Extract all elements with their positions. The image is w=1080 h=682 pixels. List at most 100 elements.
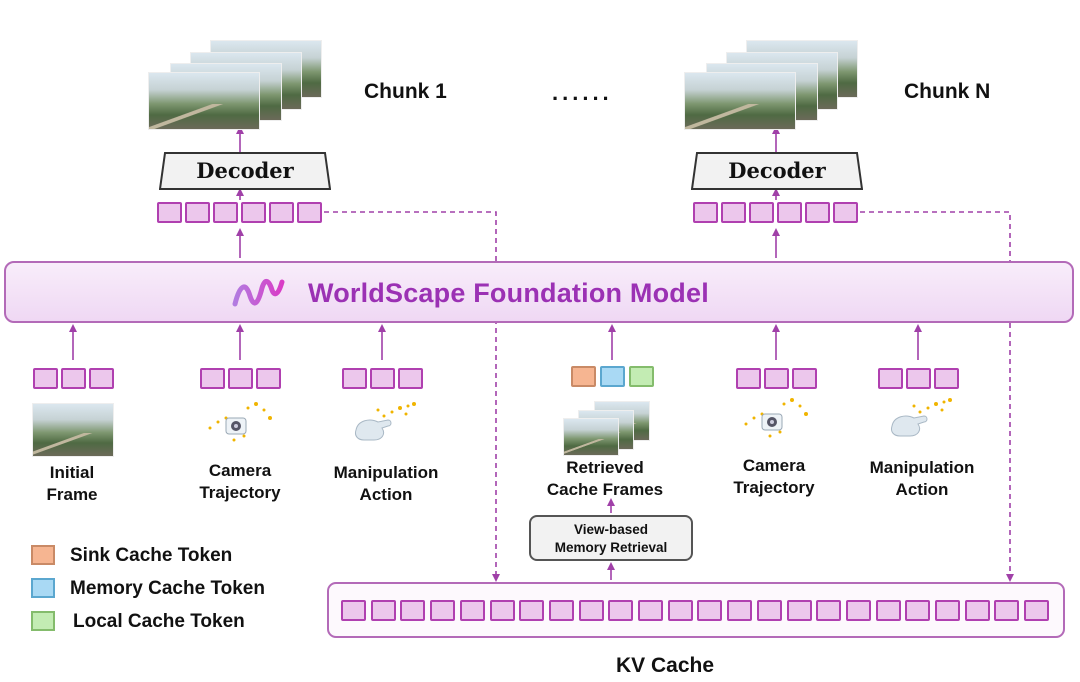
- kv-cache-token: [608, 600, 634, 621]
- kv-cache-token: [697, 600, 723, 621]
- legend-label-sink: Sink Cache Token: [70, 545, 233, 566]
- initial-frame-image: [32, 403, 114, 457]
- input-token: [764, 368, 789, 389]
- input-token: [33, 368, 58, 389]
- input-token: [89, 368, 114, 389]
- label-line: Cache Frames: [546, 480, 664, 499]
- kv-cache-title: KV Cache: [616, 654, 715, 677]
- label-line: Memory Retrieval: [554, 540, 668, 555]
- output-token: [833, 202, 858, 223]
- kv-cache-token: [786, 600, 812, 621]
- kv-cache-token: [578, 600, 604, 621]
- camera-trajectory-label-right: Camera Trajectory: [714, 455, 834, 499]
- label-line: Action: [359, 485, 413, 504]
- kv-cache-token: [370, 600, 396, 621]
- label-line: Trajectory: [199, 483, 281, 502]
- sink-cache-token: [571, 366, 596, 387]
- memory-cache-token: [600, 366, 625, 387]
- input-token: [342, 368, 367, 389]
- frame-image: [684, 72, 796, 130]
- manipulation-hand-icon: [355, 402, 416, 441]
- decoder-n: Decoder: [691, 152, 863, 190]
- initial-frame-label: Initial Frame: [20, 462, 124, 506]
- camera-trajectory-icon: [744, 398, 808, 438]
- output-token: [185, 202, 210, 223]
- camera-trajectory-icon: [208, 402, 272, 442]
- legend-swatch-memory: [31, 578, 55, 598]
- legend-swatch-local: [31, 611, 55, 631]
- output-token: [805, 202, 830, 223]
- model-title: WorldScape Foundation Model: [308, 278, 709, 308]
- decoder-1-label: Decoder: [196, 158, 294, 183]
- kv-cache-token: [964, 600, 990, 621]
- kv-cache-token: [727, 600, 753, 621]
- kv-cache-token: [341, 600, 366, 621]
- output-token: [749, 202, 774, 223]
- kv-cache-token: [935, 600, 960, 621]
- output-token: [213, 202, 238, 223]
- label-line: View-based: [573, 522, 649, 537]
- kv-cache-token: [430, 600, 456, 621]
- input-token: [906, 368, 931, 389]
- chunk-1-label: Chunk 1: [364, 80, 447, 103]
- label-line: Trajectory: [733, 478, 815, 497]
- chunk-n-label: Chunk N: [904, 80, 991, 103]
- label-line: Frame: [46, 485, 98, 504]
- kv-cache-token: [875, 600, 901, 621]
- label-line: Initial: [49, 463, 95, 482]
- output-token: [777, 202, 802, 223]
- manipulation-hand-icon: [891, 398, 952, 437]
- kv-cache-token: [638, 600, 663, 621]
- kv-cache-token: [548, 600, 574, 621]
- label-line: Action: [895, 480, 949, 499]
- decoder-1: Decoder: [159, 152, 331, 190]
- kv-cache-token: [667, 600, 693, 621]
- input-token: [370, 368, 395, 389]
- input-token: [934, 368, 959, 389]
- kv-cache-token: [459, 600, 485, 621]
- wave-logo-icon: [232, 279, 285, 307]
- input-token: [398, 368, 423, 389]
- input-token: [256, 368, 281, 389]
- output-token: [269, 202, 294, 223]
- label-line: Retrieved: [566, 458, 644, 477]
- kv-cache-token: [994, 600, 1020, 621]
- ellipsis: ......: [552, 80, 613, 105]
- input-token: [228, 368, 253, 389]
- kv-cache-token: [489, 600, 515, 621]
- kv-cache-token: [519, 600, 545, 621]
- foundation-model-box: [4, 261, 1074, 323]
- legend-label-local: Local Cache Token: [73, 611, 245, 632]
- kv-cache-token: [816, 600, 842, 621]
- output-token: [241, 202, 266, 223]
- legend-swatch-sink: [31, 545, 55, 565]
- input-token: [792, 368, 817, 389]
- manipulation-action-label-right: Manipulation Action: [858, 457, 986, 501]
- output-token: [157, 202, 182, 223]
- retrieved-cache-frames-label: Retrieved Cache Frames: [530, 457, 680, 501]
- camera-trajectory-label-left: Camera Trajectory: [180, 460, 300, 504]
- label-line: Manipulation: [869, 458, 975, 477]
- kv-cache-token: [400, 600, 426, 621]
- output-token: [693, 202, 718, 223]
- local-cache-token: [629, 366, 654, 387]
- frame-image: [563, 418, 619, 456]
- legend-label-memory: Memory Cache Token: [70, 578, 265, 599]
- label-line: Manipulation: [333, 463, 439, 482]
- kv-cache-token: [845, 600, 871, 621]
- kv-cache-token: [905, 600, 931, 621]
- manipulation-action-label-left: Manipulation Action: [322, 462, 450, 506]
- decoder-n-label: Decoder: [728, 158, 826, 183]
- label-line: Camera: [742, 456, 806, 475]
- label-line: Camera: [208, 461, 272, 480]
- input-token: [200, 368, 225, 389]
- input-token: [878, 368, 903, 389]
- kv-cache-token: [756, 600, 782, 621]
- output-token: [721, 202, 746, 223]
- frame-image: [148, 72, 260, 130]
- output-token: [297, 202, 322, 223]
- input-token: [736, 368, 761, 389]
- memory-retrieval-box: View-based Memory Retrieval: [529, 515, 693, 561]
- kv-cache-token: [1024, 600, 1050, 621]
- input-token: [61, 368, 86, 389]
